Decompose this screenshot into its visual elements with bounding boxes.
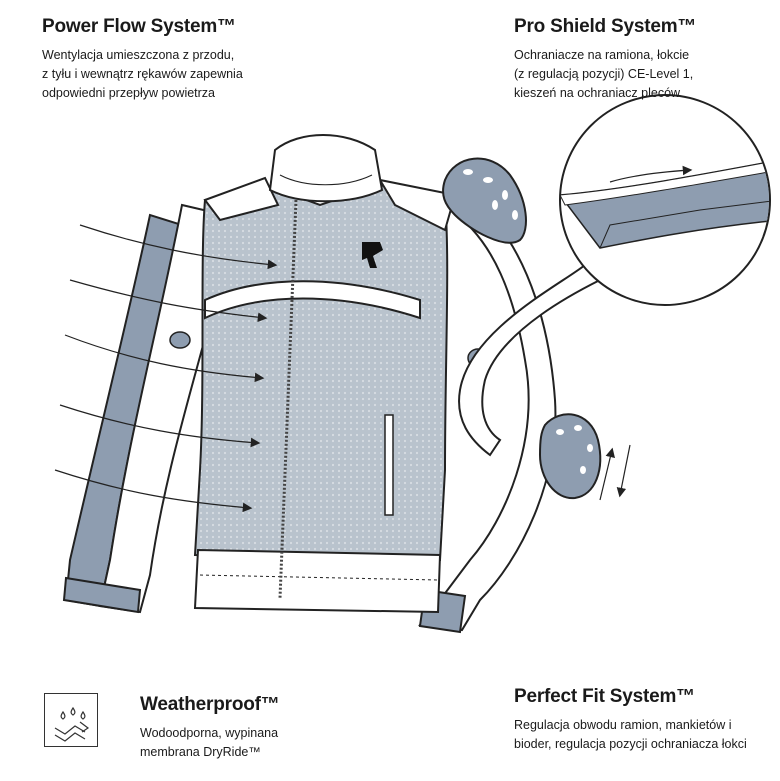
water-drops-icon — [54, 706, 90, 742]
shoulder-protector-icon — [442, 157, 527, 244]
feature-power-flow: Power Flow System™ Wentylacja umieszczon… — [42, 16, 243, 103]
detail-arrow-icon — [609, 165, 693, 183]
feature-title: Perfect Fit System™ — [514, 686, 695, 707]
airflow-arrow-icon — [64, 334, 265, 383]
collar — [268, 134, 384, 203]
airflow-arrow-icon — [59, 404, 261, 448]
jacket-body — [193, 183, 449, 562]
feature-title: Pro Shield System™ — [514, 16, 697, 37]
feature-description: Ochraniacze na ramiona, łokcie (z regula… — [514, 48, 694, 100]
right-shoulder-panel — [377, 178, 457, 232]
adjust-arrow-up-icon — [599, 447, 615, 501]
adjust-arrow-down-icon — [616, 444, 631, 498]
bottom-hem — [193, 548, 442, 614]
feature-title: Weatherproof™ — [140, 694, 280, 715]
feature-perfect-fit: Perfect Fit System™ Regulacja obwodu ram… — [514, 686, 747, 754]
pocket-zipper — [384, 414, 394, 516]
airflow-arrow-icon — [79, 224, 278, 270]
airflow-arrow-icon — [54, 469, 253, 513]
callout-connector — [458, 263, 602, 457]
feature-weatherproof: Weatherproof™ Wodoodporna, wypinana memb… — [140, 694, 280, 762]
left-cuff — [62, 576, 142, 614]
feature-description: Regulacja obwodu ramion, mankietów i bio… — [514, 718, 747, 751]
feature-title: Power Flow System™ — [42, 16, 236, 37]
airflow-arrow-icon — [69, 279, 268, 323]
brand-logo-icon — [362, 242, 383, 268]
arm-adjuster — [169, 331, 191, 349]
left-shoulder-panel — [203, 176, 280, 222]
feature-description: Wentylacja umieszczona z przodu, z tyłu … — [42, 48, 243, 100]
feature-pro-shield: Pro Shield System™ Ochraniacze na ramion… — [514, 16, 696, 103]
weatherproof-icon-frame — [44, 693, 98, 747]
chest-band — [204, 280, 421, 320]
feature-description: Wodoodporna, wypinana membrana DryRide™ — [140, 726, 279, 759]
elbow-protector-icon — [538, 413, 602, 500]
